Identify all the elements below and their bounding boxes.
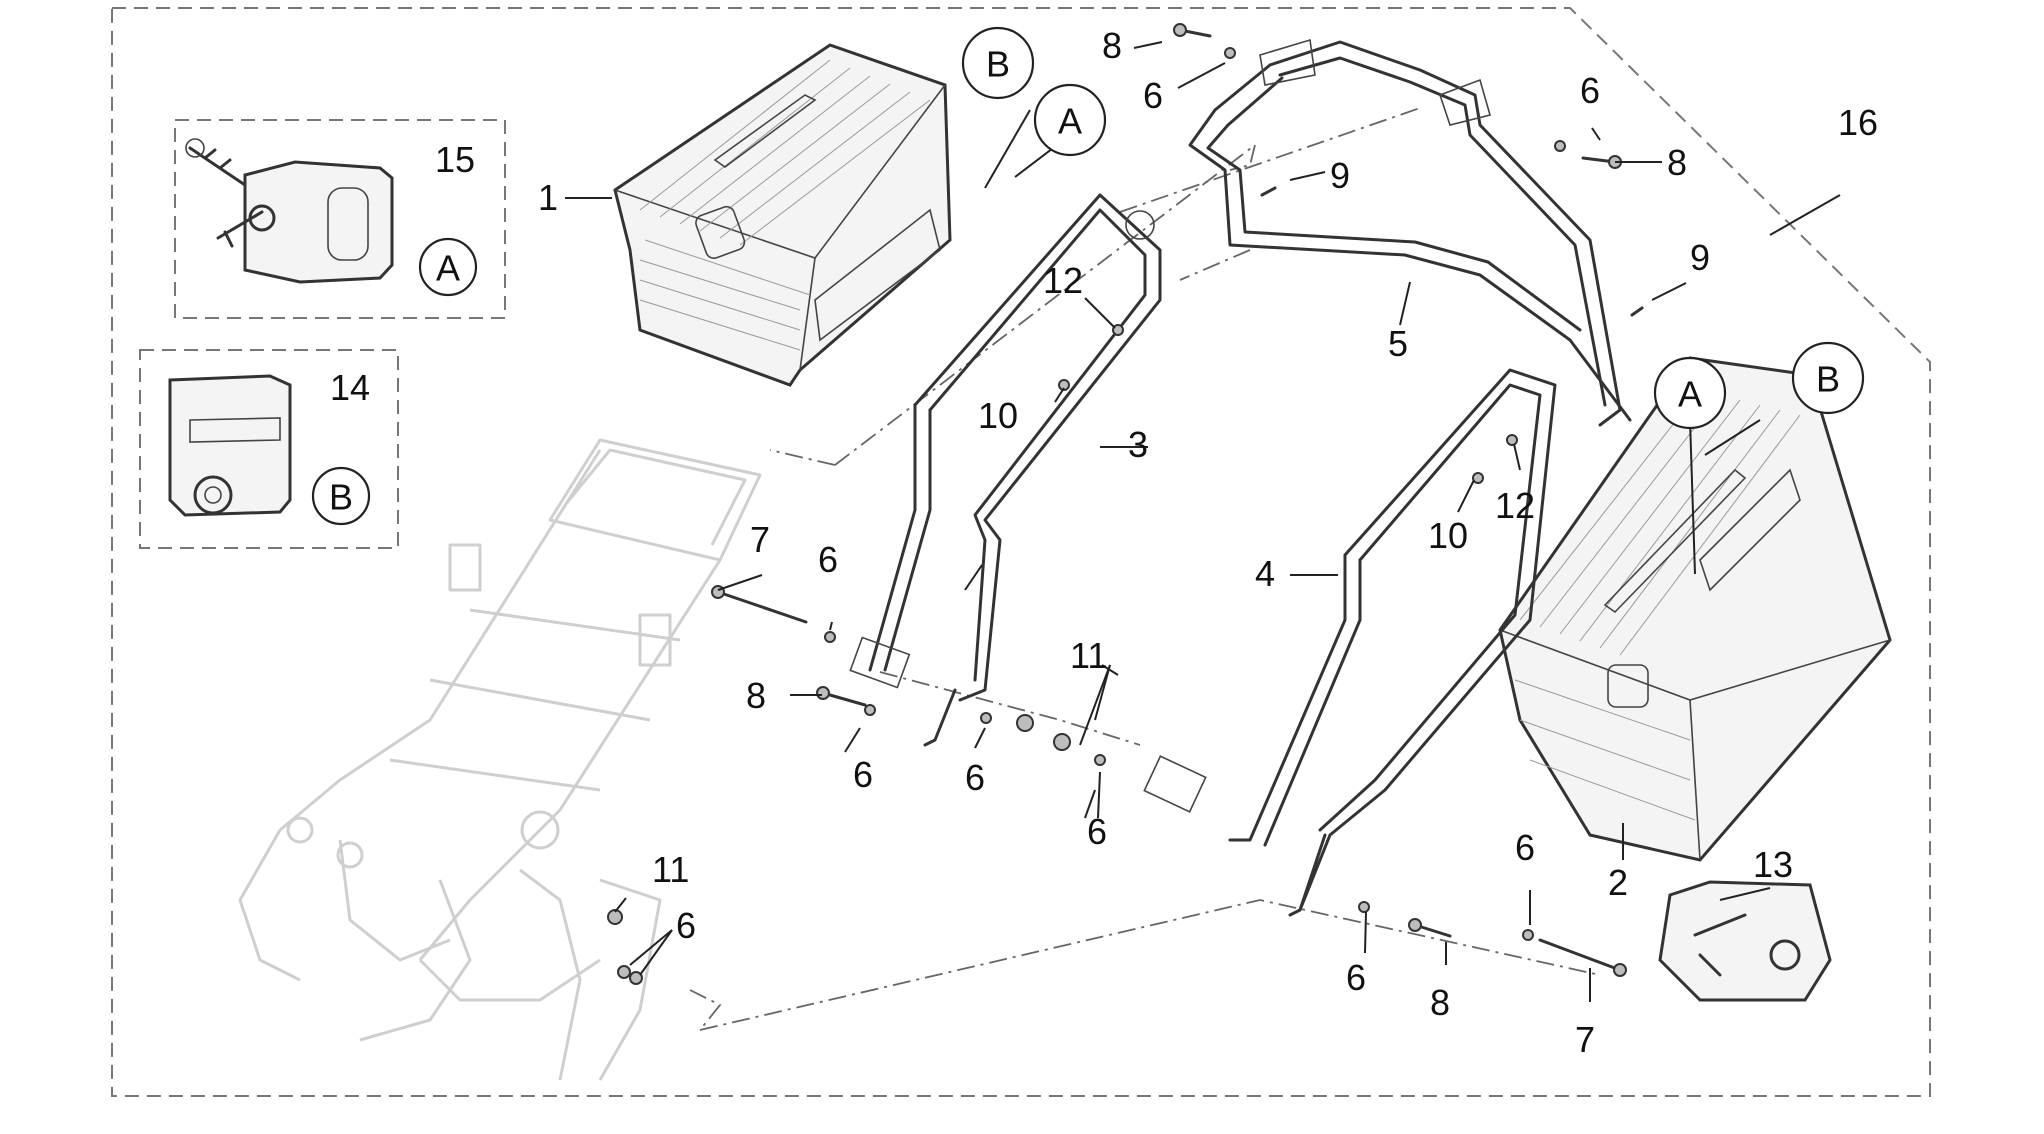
callout-11-a: 11 bbox=[1070, 635, 1107, 676]
callout-10-a: 10 bbox=[978, 395, 1018, 436]
svg-text:B: B bbox=[986, 44, 1010, 85]
callout-6-f: 6 bbox=[1087, 811, 1107, 852]
svg-text:A: A bbox=[1058, 101, 1082, 142]
callout-6-b: 6 bbox=[1580, 70, 1600, 111]
callout-1: 1 bbox=[538, 177, 558, 218]
callout-6-h: 6 bbox=[1346, 957, 1366, 998]
callout-10-b: 10 bbox=[1428, 515, 1468, 556]
pannier-case-left bbox=[613, 43, 952, 387]
callout-4: 4 bbox=[1255, 553, 1275, 594]
circle-B-inset14: B bbox=[311, 466, 371, 526]
callout-6-e: 6 bbox=[965, 757, 985, 798]
inset-box-15 bbox=[174, 119, 506, 319]
side-carrier-frame-right bbox=[1143, 368, 1557, 917]
side-carrier-frame-left bbox=[849, 193, 1162, 747]
circle-A-inset15: A bbox=[418, 237, 478, 297]
callout-6-a: 6 bbox=[1143, 75, 1163, 116]
svg-text:B: B bbox=[1816, 359, 1840, 400]
rear-rack bbox=[1188, 38, 1632, 427]
hardware-fasteners bbox=[607, 23, 1644, 985]
callout-11-b: 11 bbox=[652, 849, 689, 890]
callout-12-b: 12 bbox=[1495, 485, 1535, 526]
lock-with-keys-illustration bbox=[185, 138, 394, 284]
callout-8-a: 8 bbox=[1102, 25, 1122, 66]
svg-text:A: A bbox=[436, 248, 460, 289]
callout-12-a: 12 bbox=[1043, 260, 1083, 301]
callout-6-g: 6 bbox=[1515, 827, 1535, 868]
circle-A-case1: A bbox=[1033, 83, 1107, 157]
callout-6-i: 6 bbox=[676, 905, 696, 946]
callout-7-a: 7 bbox=[750, 519, 770, 560]
callout-14: 14 bbox=[330, 367, 370, 408]
callout-6-d: 6 bbox=[853, 754, 873, 795]
svg-text:B: B bbox=[329, 477, 353, 518]
callout-2: 2 bbox=[1608, 862, 1628, 903]
inset-box-14 bbox=[139, 349, 399, 549]
circle-B-case2: B bbox=[1791, 341, 1865, 415]
callout-7-b: 7 bbox=[1575, 1019, 1595, 1060]
callout-3: 3 bbox=[1128, 424, 1148, 465]
callout-8-d: 8 bbox=[1430, 982, 1450, 1023]
callout-16: 16 bbox=[1838, 102, 1878, 143]
callout-6-c: 6 bbox=[818, 539, 838, 580]
callout-9-a: 9 bbox=[1330, 155, 1350, 196]
callout-8-c: 8 bbox=[746, 675, 766, 716]
callout-5: 5 bbox=[1388, 323, 1408, 364]
callout-labels: 1 2 3 4 5 6 6 6 6 6 6 6 6 6 7 7 8 8 8 8 … bbox=[330, 25, 1878, 1060]
assembly-lines bbox=[689, 107, 1601, 1031]
rear-subframe-ghost bbox=[238, 438, 762, 1081]
kit-border bbox=[111, 7, 1931, 1097]
callout-8-b: 8 bbox=[1667, 142, 1687, 183]
callout-15: 15 bbox=[435, 139, 475, 180]
callout-9-b: 9 bbox=[1690, 237, 1710, 278]
pannier-case-right bbox=[1498, 356, 1892, 862]
circle-B-case1: B bbox=[961, 26, 1035, 100]
svg-text:A: A bbox=[1678, 374, 1702, 415]
circle-A-case2: A bbox=[1653, 356, 1727, 430]
key-pouch-illustration bbox=[1658, 880, 1832, 1002]
callout-13: 13 bbox=[1753, 844, 1793, 885]
lock-cylinder-illustration bbox=[168, 374, 292, 517]
